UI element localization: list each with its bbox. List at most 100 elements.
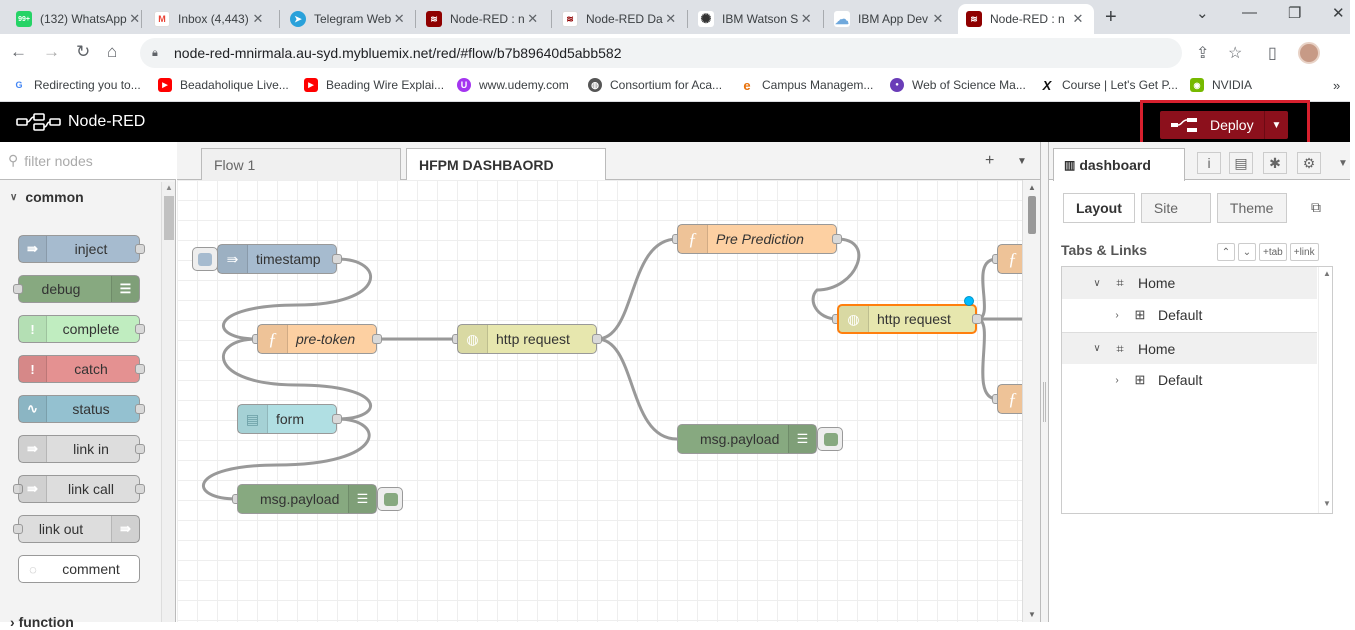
tab-hfpm-dashboard[interactable]: HFPM DASHBAORD [406, 148, 606, 181]
browser-tab-node-red-active[interactable]: ≋ Node-RED : n ✕ [958, 4, 1094, 34]
node-http-request-1[interactable]: ◍ http request [457, 324, 597, 354]
flow-canvas[interactable]: ⇛ timestamp ƒ pre-token ◍ http request ▤… [177, 180, 1057, 622]
tab-flow-1[interactable]: Flow 1 [201, 148, 401, 181]
bookmark-item[interactable]: ◍Consortium for Aca... [588, 78, 722, 92]
close-icon[interactable]: ✕ [665, 11, 677, 26]
node-pre-prediction[interactable]: ƒ Pre Prediction [677, 224, 837, 254]
tree-scrollbar[interactable]: ▲ ▼ [1318, 267, 1332, 513]
inject-trigger-button[interactable] [192, 247, 218, 271]
chevron-right-icon[interactable]: › [1115, 374, 1119, 386]
palette-scrollbar[interactable]: ▲ [161, 182, 175, 622]
back-icon[interactable]: ← [10, 42, 27, 61]
url-bar[interactable]: 🔒︎ node-red-mnirmala.au-syd.mybluemix.ne… [140, 38, 1182, 68]
add-tab-button[interactable]: +tab [1259, 243, 1287, 261]
palette-node-inject[interactable]: ⇛ inject [18, 235, 145, 263]
restore-icon[interactable]: ❐ [1288, 5, 1302, 22]
home-icon[interactable]: ⌂ [107, 42, 118, 61]
palette-category-common[interactable]: ∨ common [0, 182, 162, 212]
output-port[interactable] [832, 234, 842, 244]
add-link-button[interactable]: +link [1289, 243, 1319, 261]
book-icon[interactable]: ▤ [1229, 152, 1253, 174]
tree-item-default[interactable]: › ⊞ Default [1062, 364, 1317, 396]
output-port[interactable] [332, 414, 342, 424]
node-timestamp[interactable]: ⇛ timestamp [217, 244, 337, 274]
palette-scroll-thumb[interactable] [164, 196, 174, 240]
palette-node-catch[interactable]: ! catch [18, 355, 145, 383]
output-port[interactable] [972, 314, 982, 324]
palette-node-complete[interactable]: ! complete [18, 315, 145, 343]
tab-dashboard[interactable]: ▥ dashboard [1053, 148, 1185, 181]
bookmark-item[interactable]: ▶Beadaholique Live... [158, 78, 289, 92]
forward-icon[interactable]: → [43, 42, 60, 61]
node-pre-token[interactable]: ƒ pre-token [257, 324, 377, 354]
canvas-scrollbar[interactable]: ▲ ▼ [1022, 180, 1040, 622]
chevron-down-icon[interactable]: ∨ [1093, 277, 1101, 289]
subtab-site[interactable]: Site [1140, 193, 1211, 223]
flow-list-caret-icon[interactable]: ▼ [1017, 156, 1027, 167]
node-http-request-2[interactable]: ◍ http request [837, 304, 977, 334]
expand-all-button[interactable]: ⌄ [1238, 243, 1256, 261]
node-msg-payload-1[interactable]: msg.payload ☰ [237, 484, 377, 514]
debug-toggle-button[interactable] [377, 487, 403, 511]
palette-node-status[interactable]: ∿ status [18, 395, 145, 423]
bookmark-item[interactable]: ●Web of Science Ma... [890, 78, 1026, 92]
new-tab-icon[interactable]: + [1105, 6, 1117, 28]
sidebar-splitter[interactable] [1040, 142, 1049, 622]
minimize-icon[interactable]: — [1242, 4, 1257, 21]
scroll-up-icon[interactable]: ▲ [1323, 269, 1331, 278]
collapse-all-button[interactable]: ⌃ [1217, 243, 1235, 261]
browser-tab-node-red-1[interactable]: ≋ Node-RED : n ✕ [418, 4, 546, 34]
canvas-scroll-thumb[interactable] [1028, 196, 1036, 234]
add-flow-icon[interactable]: + [985, 152, 995, 169]
chevron-right-icon[interactable]: › [1115, 309, 1119, 321]
output-port[interactable] [592, 334, 602, 344]
node-msg-payload-2[interactable]: msg.payload ☰ [677, 424, 817, 454]
tab-search-icon[interactable]: ⌄ [1196, 5, 1209, 22]
scroll-up-icon[interactable]: ▲ [165, 183, 173, 192]
output-port[interactable] [372, 334, 382, 344]
gear-icon[interactable]: ⚙ [1297, 152, 1321, 174]
tree-item-home[interactable]: ∨ ⌗ Home [1062, 332, 1317, 364]
close-icon[interactable]: ✕ [252, 11, 264, 26]
reload-icon[interactable]: ↻ [76, 42, 91, 61]
bookmark-star-icon[interactable]: ☆ [1228, 45, 1243, 62]
deploy-menu-caret-icon[interactable]: ▼ [1264, 111, 1288, 139]
share-icon[interactable]: ⇪ [1196, 45, 1210, 62]
browser-tab-node-red-dashboard[interactable]: ≋ Node-RED Da ✕ [554, 4, 682, 34]
external-link-icon[interactable]: ⧉ [1311, 199, 1321, 215]
close-icon[interactable]: ✕ [932, 11, 944, 26]
bookmark-item[interactable]: ◉NVIDIA [1190, 78, 1252, 92]
browser-tab-ibm-watson[interactable]: ✺ IBM Watson S ✕ [690, 4, 818, 34]
window-close-icon[interactable]: ✕ [1332, 5, 1345, 22]
palette-category-function[interactable]: › function [10, 614, 74, 630]
bug-icon[interactable]: ✱ [1263, 152, 1287, 174]
close-icon[interactable]: ✕ [800, 11, 812, 26]
close-icon[interactable]: ✕ [393, 11, 405, 26]
info-icon[interactable]: i [1197, 152, 1221, 174]
filter-nodes-input[interactable] [24, 152, 175, 169]
close-icon[interactable]: ✕ [129, 11, 141, 26]
close-icon[interactable]: ✕ [527, 11, 539, 26]
more-bookmarks-icon[interactable]: » [1333, 78, 1341, 93]
palette-node-link-out[interactable]: link out ⇛ [13, 515, 140, 543]
profile-avatar[interactable] [1298, 42, 1320, 64]
deploy-button[interactable]: Deploy ▼ [1160, 111, 1288, 139]
browser-tab-telegram[interactable]: ➤ Telegram Web ✕ [282, 4, 410, 34]
debug-toggle-button[interactable] [817, 427, 843, 451]
tree-item-default[interactable]: › ⊞ Default [1062, 299, 1317, 331]
side-panel-icon[interactable]: ▯ [1268, 45, 1277, 62]
scroll-down-icon[interactable]: ▼ [1323, 499, 1331, 508]
palette-node-debug[interactable]: debug ☰ [13, 275, 140, 303]
subtab-layout[interactable]: Layout [1063, 193, 1135, 223]
tree-item-home[interactable]: ∨ ⌗ Home [1062, 267, 1317, 299]
bookmark-item[interactable]: ▶Beading Wire Explai... [304, 78, 444, 92]
chevron-down-icon[interactable]: ∨ [1093, 343, 1101, 354]
palette-node-link-call[interactable]: ⇛ link call [13, 475, 145, 503]
scroll-down-icon[interactable]: ▼ [1028, 610, 1036, 619]
palette-node-link-in[interactable]: ⇛ link in [18, 435, 145, 463]
subtab-theme[interactable]: Theme [1216, 193, 1287, 223]
